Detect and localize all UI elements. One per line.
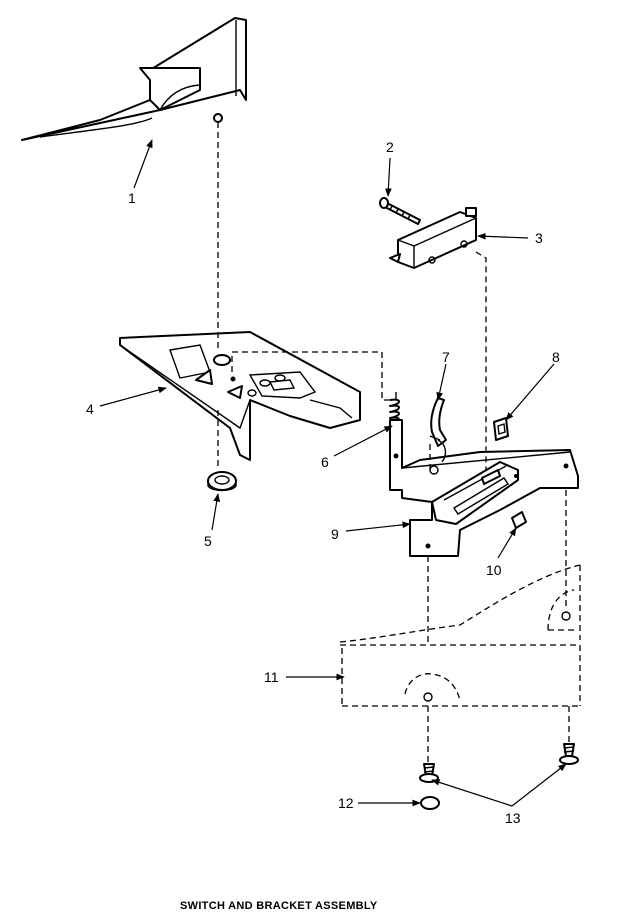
callout-8: 8 bbox=[552, 349, 560, 365]
callout-12: 12 bbox=[338, 795, 354, 811]
callout-2: 2 bbox=[386, 139, 394, 155]
part-5-grommet bbox=[207, 471, 237, 492]
part-10-tab-clip bbox=[511, 511, 527, 529]
callout-4: 4 bbox=[86, 401, 94, 417]
alignment-lines bbox=[217, 122, 570, 762]
part-9-main-bracket bbox=[389, 419, 579, 557]
callout-3: 3 bbox=[535, 230, 543, 246]
part-11-base-panel bbox=[339, 564, 581, 707]
callout-9: 9 bbox=[331, 526, 339, 542]
callout-10: 10 bbox=[486, 562, 502, 578]
callout-11: 11 bbox=[264, 669, 279, 685]
callout-1: 1 bbox=[128, 190, 136, 206]
part-4-bracket bbox=[119, 331, 361, 461]
leader-lines bbox=[99, 139, 567, 807]
callout-7: 7 bbox=[442, 349, 450, 365]
callout-labels: 1 2 3 4 5 6 7 8 9 10 11 12 13 bbox=[86, 139, 560, 826]
part-13-screws bbox=[419, 743, 579, 783]
part-8-small-clip bbox=[493, 417, 509, 441]
callout-13: 13 bbox=[505, 810, 521, 826]
callout-5: 5 bbox=[204, 533, 212, 549]
part-2-screw bbox=[379, 197, 421, 225]
part-3-switch bbox=[389, 207, 477, 269]
diagram-title: SWITCH AND BRACKET ASSEMBLY bbox=[180, 900, 378, 912]
part-1-cover bbox=[21, 17, 247, 141]
part-7-clip bbox=[429, 397, 447, 447]
part-12-washer bbox=[420, 796, 440, 810]
callout-6: 6 bbox=[321, 454, 329, 470]
